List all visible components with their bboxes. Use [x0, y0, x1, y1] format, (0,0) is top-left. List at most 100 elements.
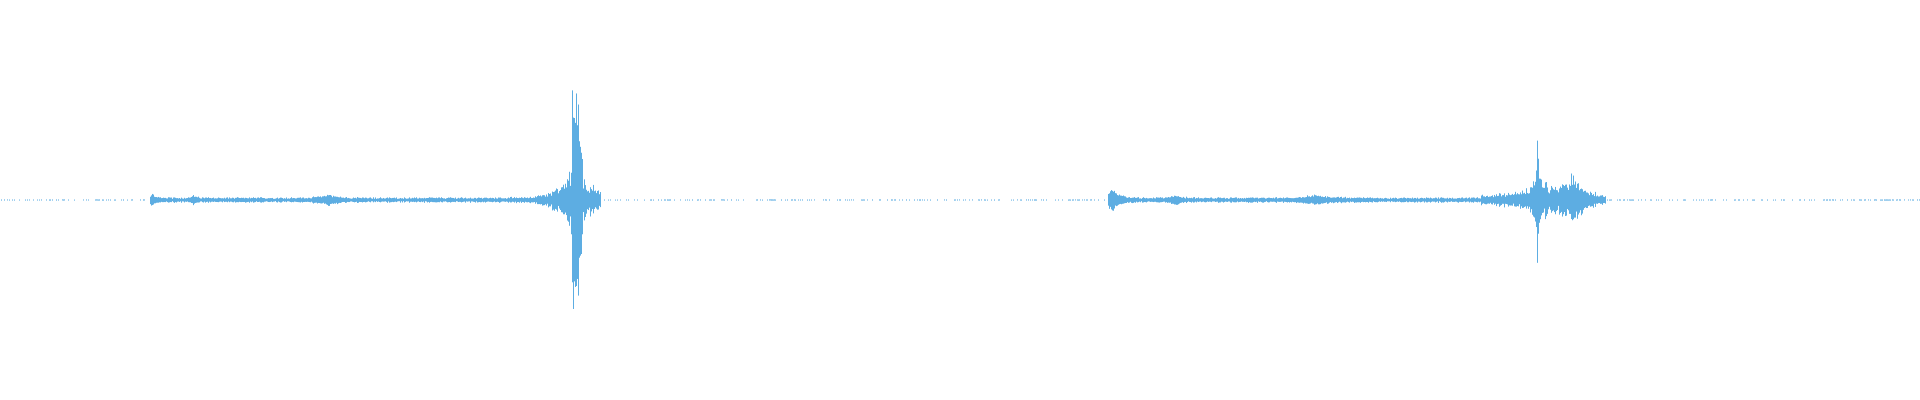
waveform-sample [1485, 197, 1486, 205]
waveform-sample [692, 199, 693, 201]
waveform-sample [143, 199, 144, 201]
waveform-sample [29, 199, 30, 201]
waveform-sample [583, 188, 584, 213]
waveform-sample [1209, 198, 1210, 202]
waveform-sample [168, 197, 169, 203]
waveform-sample [288, 198, 289, 202]
waveform-sample [1510, 195, 1511, 206]
waveform-sample [106, 199, 107, 201]
waveform-sample [249, 197, 250, 203]
waveform-sample [762, 199, 763, 201]
waveform-sample [217, 198, 218, 203]
waveform-sample [549, 193, 550, 207]
waveform-sample [1084, 199, 1085, 201]
waveform-sample [872, 199, 873, 201]
waveform-sample [851, 199, 852, 201]
waveform-sample [527, 197, 528, 203]
waveform-sample [384, 198, 385, 202]
waveform-sample [1535, 181, 1536, 222]
waveform-sample [213, 197, 214, 202]
waveform-sample [687, 199, 688, 201]
waveform-sample [177, 198, 178, 202]
waveform-sample [1155, 198, 1156, 202]
waveform-sample [330, 194, 331, 204]
waveform-sample [1458, 198, 1459, 203]
waveform-sample [308, 197, 309, 202]
waveform-sample [469, 198, 470, 202]
waveform-sample [1382, 198, 1383, 202]
waveform-sample [1417, 197, 1418, 203]
waveform-sample [192, 196, 193, 204]
waveform-sample [1573, 175, 1574, 220]
waveform-sample [46, 199, 47, 201]
waveform-sample [1334, 197, 1335, 203]
waveform-sample [1371, 198, 1372, 203]
waveform-sample [1677, 199, 1678, 201]
waveform-sample [453, 197, 454, 202]
waveform-sample [1696, 199, 1697, 201]
waveform-sample [1474, 197, 1475, 202]
waveform-sample [429, 197, 430, 203]
waveform-sample [1214, 198, 1215, 202]
waveform-sample [359, 197, 360, 202]
waveform-sample [1488, 196, 1489, 204]
waveform-sample [218, 197, 219, 203]
waveform-sample [1338, 196, 1339, 203]
waveform-sample [355, 197, 356, 203]
waveform-sample [954, 199, 955, 201]
waveform-sample [1323, 197, 1324, 204]
waveform-sample [1438, 197, 1439, 203]
waveform-sample [1293, 198, 1294, 203]
waveform-sample [1912, 199, 1913, 201]
waveform-sample [310, 198, 311, 203]
waveform-sample [775, 199, 776, 201]
waveform-sample [1384, 198, 1385, 202]
waveform-sample [1456, 198, 1457, 202]
waveform-sample [518, 198, 519, 203]
waveform-sample [1530, 187, 1531, 213]
waveform-sample [1158, 197, 1159, 203]
waveform-sample [1353, 198, 1354, 202]
waveform-sample [1199, 198, 1200, 202]
waveform-sample [847, 199, 848, 201]
waveform-sample [1829, 199, 1830, 201]
waveform-sample [95, 199, 96, 201]
waveform-sample [1152, 198, 1153, 202]
waveform-sample [320, 196, 321, 204]
waveform-sample [1303, 197, 1304, 204]
waveform-sample [592, 190, 593, 210]
waveform-sample [208, 197, 209, 203]
waveform-sample [334, 196, 335, 204]
waveform-sample [258, 197, 259, 202]
waveform-sample [1273, 197, 1274, 202]
waveform-sample [414, 197, 415, 203]
waveform-sample [517, 198, 518, 203]
waveform-sample [1236, 197, 1237, 203]
waveform-sample [1548, 192, 1549, 210]
waveform-sample [1230, 197, 1231, 203]
waveform-sample [225, 198, 226, 202]
waveform-sample [1265, 198, 1266, 202]
waveform-sample [459, 198, 460, 202]
waveform-sample [382, 198, 383, 202]
waveform-sample [1375, 198, 1376, 203]
waveform-sample [352, 198, 353, 202]
waveform-sample [710, 199, 711, 201]
waveform-sample [1847, 199, 1848, 201]
waveform-sample [1227, 198, 1228, 202]
waveform-sample [1150, 198, 1151, 202]
waveform-sample [927, 199, 928, 201]
waveform-sample [378, 198, 379, 202]
waveform-sample [1444, 198, 1445, 203]
waveform-sample [523, 198, 524, 203]
waveform-sample [224, 197, 225, 203]
waveform-sample [322, 196, 323, 204]
waveform-sample [1391, 198, 1392, 202]
waveform-sample [162, 198, 163, 203]
waveform-sample [532, 197, 533, 203]
waveform-sample [311, 198, 312, 202]
waveform-sample [781, 199, 782, 201]
waveform-sample [402, 198, 403, 203]
waveform-sample [398, 198, 399, 202]
